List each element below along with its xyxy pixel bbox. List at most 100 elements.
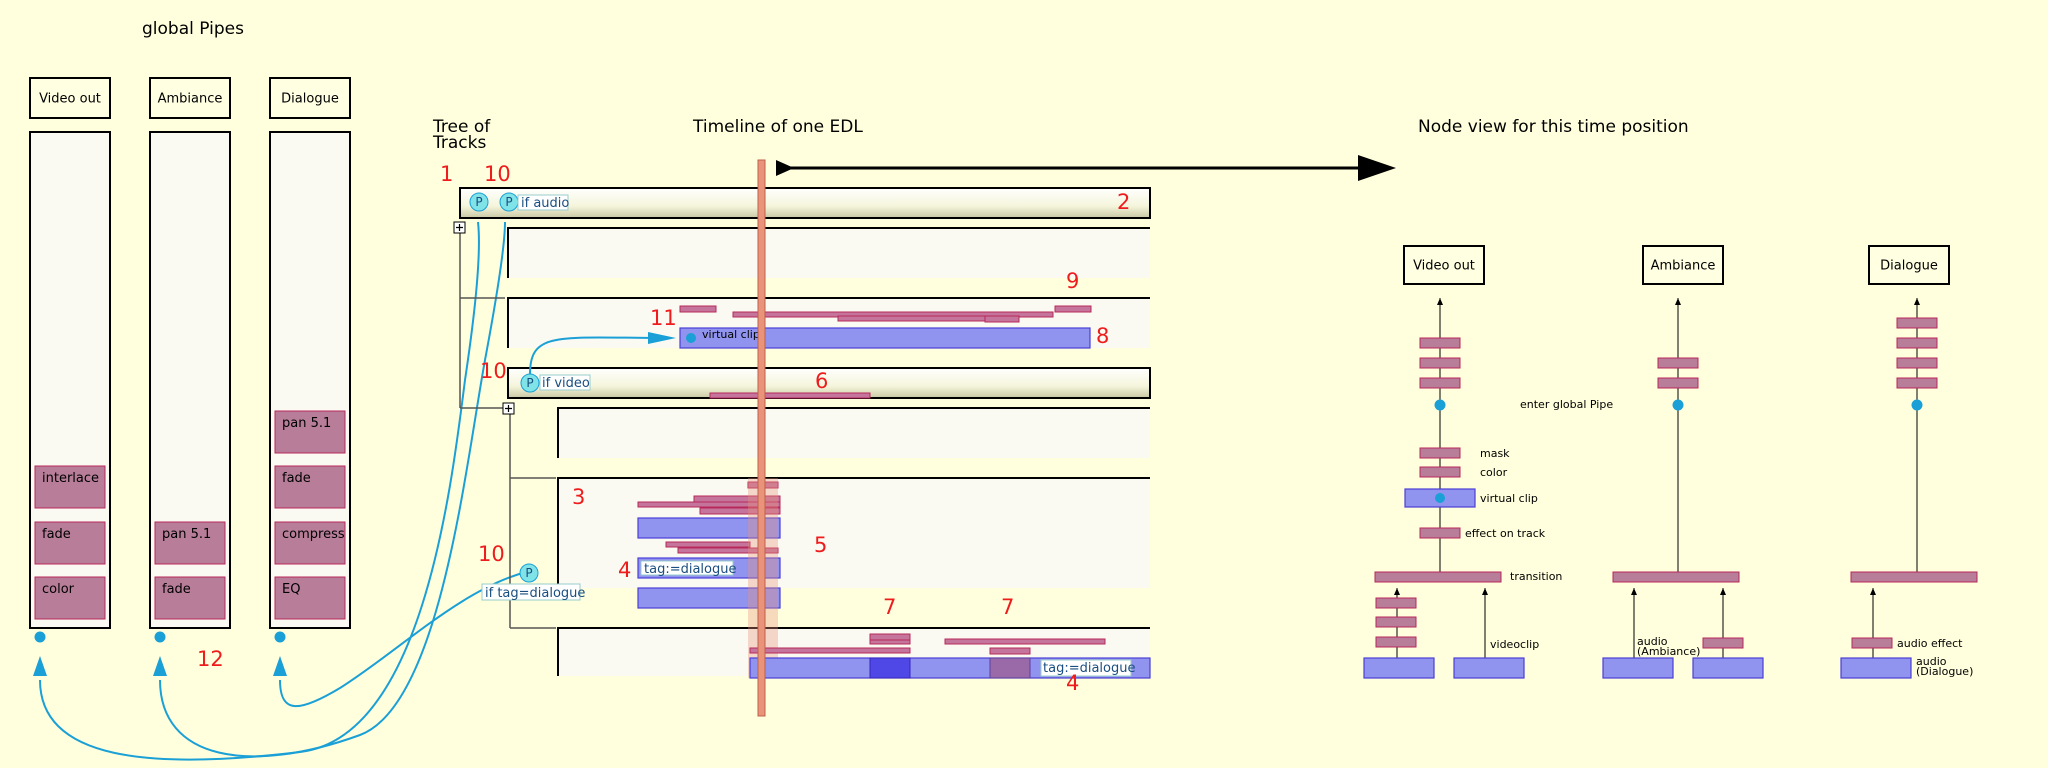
- virtual-clip-label: virtual clip: [702, 328, 760, 341]
- pipe-header-box: [29, 77, 111, 119]
- pipe-p-label: P: [475, 195, 482, 209]
- track-border: [557, 477, 1150, 588]
- node-pipe-label: Video out: [1413, 259, 1475, 274]
- tag-label: tag:=dialogue: [644, 562, 736, 577]
- virtual-clip[interactable]: [679, 327, 1091, 349]
- node-pipe-header: [1403, 245, 1485, 285]
- tag-box: [517, 194, 569, 211]
- effect-box: [154, 576, 226, 620]
- node-label: (Ambiance): [1637, 645, 1700, 658]
- node-pipe-label: Ambiance: [1651, 259, 1716, 274]
- effect-label: pan 5.1: [162, 527, 211, 542]
- effect-label: compress: [282, 527, 345, 542]
- pipe-p-icon: [469, 192, 489, 212]
- clip[interactable]: [637, 587, 781, 609]
- global-pipe-video-out: Video out interlace fade color: [29, 77, 111, 643]
- pipe-tag-if-video[interactable]: P if video: [520, 373, 591, 393]
- arrowhead-icon: [648, 332, 676, 344]
- node-label: transition: [1510, 570, 1562, 583]
- pipe-input-dot: [34, 631, 46, 643]
- connector-line: [279, 571, 527, 708]
- track-row[interactable]: [558, 408, 1150, 458]
- root-track[interactable]: [459, 187, 1151, 219]
- tag-box: [539, 374, 591, 391]
- clip-bar: [709, 392, 871, 399]
- marker-number: 5: [814, 533, 827, 557]
- node-label: mask: [1480, 447, 1510, 460]
- arrowhead-icon: [776, 160, 794, 176]
- marker-number: 9: [1066, 269, 1079, 293]
- node-view-title: Node view for this time position: [1418, 117, 1689, 137]
- marker-number: 10: [480, 359, 507, 383]
- expand-icon[interactable]: [502, 402, 515, 415]
- effect-label: fade: [282, 471, 311, 486]
- pipe-header-box: [269, 77, 351, 119]
- timeline-title: Timeline of one EDL: [692, 117, 863, 137]
- pipe-p-label: P: [526, 376, 533, 390]
- track-border: [557, 407, 1150, 458]
- effect-box: [34, 576, 106, 620]
- marker-number: 12: [197, 647, 224, 671]
- effect-box: [34, 521, 106, 565]
- effect-label: EQ: [282, 582, 300, 597]
- tag-box: [640, 560, 734, 576]
- clips-row2: virtual clip: [679, 305, 1092, 349]
- pipe-input-dot: [154, 631, 166, 643]
- clip[interactable]: [637, 517, 781, 539]
- global-pipes-title: global Pipes: [142, 19, 244, 39]
- tag-box: [481, 583, 581, 601]
- marker-number: 11: [650, 306, 677, 330]
- track-border: [507, 297, 1150, 348]
- node-label: (Dialogue): [1916, 665, 1973, 678]
- marker-number: 10: [478, 542, 505, 566]
- arrowhead-icon: [153, 656, 167, 676]
- effect-box: [274, 521, 346, 565]
- effect-box: [34, 465, 106, 509]
- marker-number: 1: [440, 162, 453, 186]
- node-pipe-label: Dialogue: [1880, 259, 1938, 274]
- marker-number: 4: [1066, 671, 1079, 695]
- marker-number: 7: [883, 595, 896, 619]
- playhead[interactable]: [757, 159, 766, 717]
- node-label: color: [1480, 466, 1508, 479]
- virtual-clip-connector: [529, 336, 671, 375]
- pipe-tag-if-dialogue[interactable]: P if tag=dialogue: [481, 563, 585, 601]
- marker-number: 2: [1117, 190, 1130, 214]
- pipe-header-label: Video out: [39, 92, 101, 107]
- clips-bottom-row: tag:=dialogue: [749, 633, 1151, 679]
- tag-box: [1040, 659, 1132, 677]
- tag-label: if tag=dialogue: [485, 586, 585, 601]
- tree-title-line2: Tracks: [432, 133, 486, 153]
- node-label: videoclip: [1490, 638, 1539, 651]
- global-pipe-dialogue: Dialogue pan 5.1 fade compress EQ: [269, 77, 351, 643]
- track-row[interactable]: [508, 228, 1150, 278]
- marker-number: 3: [572, 485, 585, 509]
- effect-label: color: [42, 582, 75, 597]
- pipe-header-label: Ambiance: [158, 92, 223, 107]
- node-label: audio: [1637, 635, 1668, 648]
- global-pipe-ambiance: Ambiance pan 5.1 fade: [149, 77, 231, 643]
- expand-icon[interactable]: [453, 221, 466, 234]
- pipe-p-label: P: [525, 566, 532, 580]
- marker-number: 10: [484, 162, 511, 186]
- effect-label: fade: [162, 582, 191, 597]
- track-border: [507, 227, 1150, 278]
- node-view: Video out Ambiance Dialogue: [1363, 245, 1978, 679]
- pipe-p-icon: [519, 563, 539, 583]
- node-pipe-header: [1642, 245, 1724, 285]
- pipe-header-label: Dialogue: [281, 92, 339, 107]
- effect-box: [274, 410, 346, 454]
- tag-label: if audio: [521, 196, 569, 211]
- pipe-tag-if-audio[interactable]: P P if audio: [469, 192, 569, 212]
- effect-label: interlace: [42, 471, 99, 486]
- effect-label: fade: [42, 527, 71, 542]
- tag-label: if video: [542, 376, 590, 391]
- node-label: audio effect: [1897, 637, 1963, 650]
- node-label: enter global Pipe: [1520, 398, 1613, 411]
- pipe-input-dot: [274, 631, 286, 643]
- tag-label: tag:=dialogue: [1043, 661, 1135, 676]
- pipe-header-box: [149, 77, 231, 119]
- marker-number: 8: [1096, 324, 1109, 348]
- clip-dot: [686, 333, 696, 343]
